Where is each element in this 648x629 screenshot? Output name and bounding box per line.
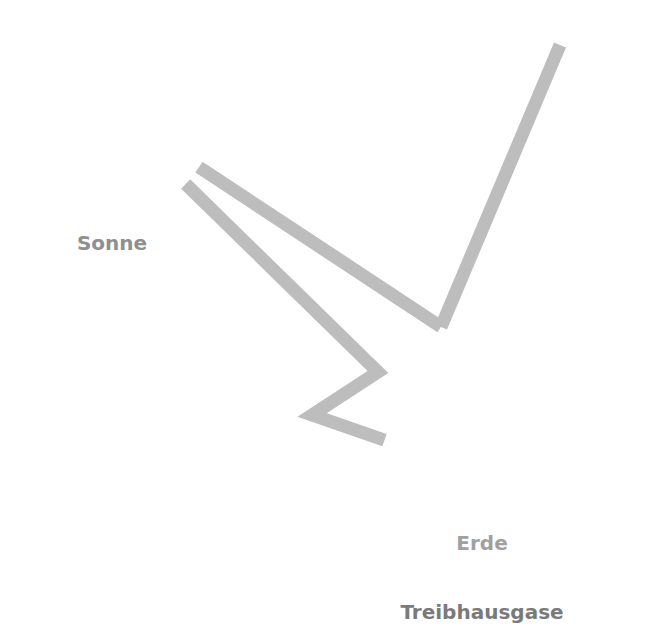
continent-shape <box>448 326 582 414</box>
sun-circle: Sonne <box>9 9 215 255</box>
earth-globe: Erde <box>382 318 582 555</box>
node-label: Erde <box>382 531 582 555</box>
sun-ray <box>199 167 441 327</box>
sun-circle <box>10 10 214 214</box>
continent-shape <box>422 364 440 384</box>
globe-ocean <box>385 321 579 515</box>
node-label: Treibhausgase <box>316 600 648 624</box>
sun-circle-shape <box>9 9 215 215</box>
greenhouse-gas-layer: Treibhausgase Erde <box>316 252 648 624</box>
node-label: Sonne <box>9 231 215 255</box>
reflected-beam <box>441 45 560 327</box>
earth-globe-shape <box>382 318 582 518</box>
atmosphere-circle <box>316 252 648 584</box>
continent-shape <box>532 484 542 504</box>
continent-shape <box>534 420 564 448</box>
globe-rim <box>383 319 581 517</box>
sun-ray <box>186 184 385 440</box>
continent-shape <box>436 410 544 508</box>
continent-shape <box>382 418 398 474</box>
